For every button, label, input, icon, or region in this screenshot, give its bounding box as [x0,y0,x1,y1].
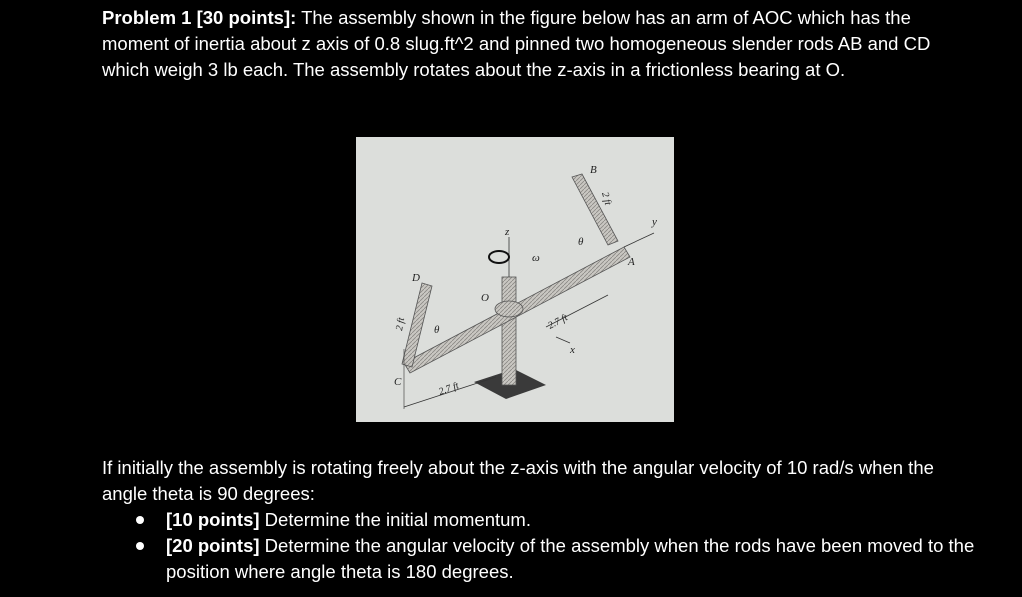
label-y: y [651,216,657,228]
label-theta-left: θ [434,324,440,336]
bullet-icon [136,516,144,524]
label-27ft-left: 2.7 ft [437,380,460,397]
dim-line-left [403,376,497,408]
label-x: x [569,344,575,356]
dim-line-right [545,294,609,328]
followup-statement: If initially the assembly is rotating fr… [102,457,934,504]
assembly-drawing: B A C D O z y x ω θ θ 2 ft 2 ft 2.7 ft 2… [394,164,657,409]
label-a: A [627,256,635,268]
problem-statement: Problem 1 [30 points]: The assembly show… [102,5,982,83]
hub-o [494,300,524,318]
label-2ft-right: 2 ft [599,191,613,207]
problem-body: The assembly shown in the figure below h… [102,7,931,80]
vertical-post [501,276,517,386]
label-d: D [411,272,420,284]
task-text: Determine the angular velocity of the as… [166,535,975,582]
bullet-icon [136,542,144,550]
rod-cd [401,282,433,368]
label-omega: ω [532,252,540,264]
label-c: C [394,376,402,388]
label-theta-right: θ [578,236,584,248]
label-o: O [481,292,489,304]
task-item: [10 points] Determine the initial moment… [102,507,982,533]
label-27ft-right: 2.7 ft [546,312,570,331]
x-axis-line [555,336,571,344]
y-axis-line [623,232,655,248]
task-list: [10 points] Determine the initial moment… [102,507,982,585]
label-2ft-left: 2 ft [394,317,407,332]
task-item: [20 points] Determine the angular veloci… [102,533,982,585]
label-z: z [504,226,510,238]
label-b: B [590,164,597,176]
rod-ab [571,173,619,246]
assembly-figure: B A C D O z y x ω θ θ 2 ft 2 ft 2.7 ft 2… [356,137,674,422]
task-points: [10 points] [166,509,260,530]
task-points: [20 points] [166,535,260,556]
rotation-arrow-icon [488,250,510,264]
problem-heading: Problem 1 [30 points]: [102,7,297,28]
task-text: Determine the initial momentum. [259,509,531,530]
